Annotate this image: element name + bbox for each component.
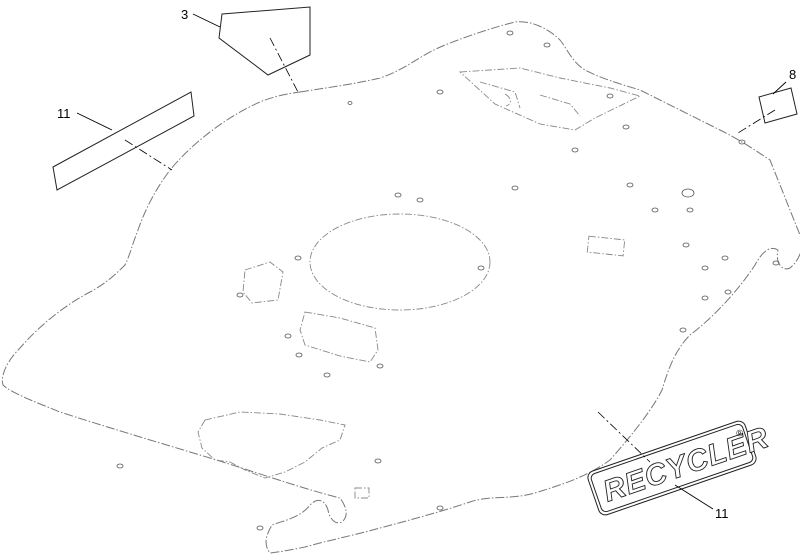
- height-adjust-slot: [586, 235, 626, 257]
- cutout-center: [299, 311, 379, 363]
- deck-features: [197, 67, 642, 499]
- callout-11-left: 11: [57, 106, 71, 121]
- callout-3: 3: [181, 7, 188, 22]
- blade-housing: [309, 213, 491, 311]
- callout-8: 8: [789, 67, 796, 82]
- discharge-chute-opening: [458, 67, 642, 131]
- mower-deck: [1, 21, 800, 554]
- callout-11-right: 11: [715, 506, 729, 521]
- mounting-holes: [116, 30, 780, 531]
- registered-mark: ®: [735, 427, 745, 439]
- decal-11-recycler: RECYCLER ® 11: [587, 411, 774, 521]
- decal-11-left: 11: [52, 91, 195, 191]
- cutout-left: [242, 261, 284, 304]
- decal-8: 8: [737, 67, 798, 134]
- decal-3: 3: [181, 6, 311, 93]
- rear-cutout: [197, 411, 346, 479]
- recycler-logo-text: RECYCLER: [599, 421, 773, 509]
- rear-slot: [354, 487, 370, 499]
